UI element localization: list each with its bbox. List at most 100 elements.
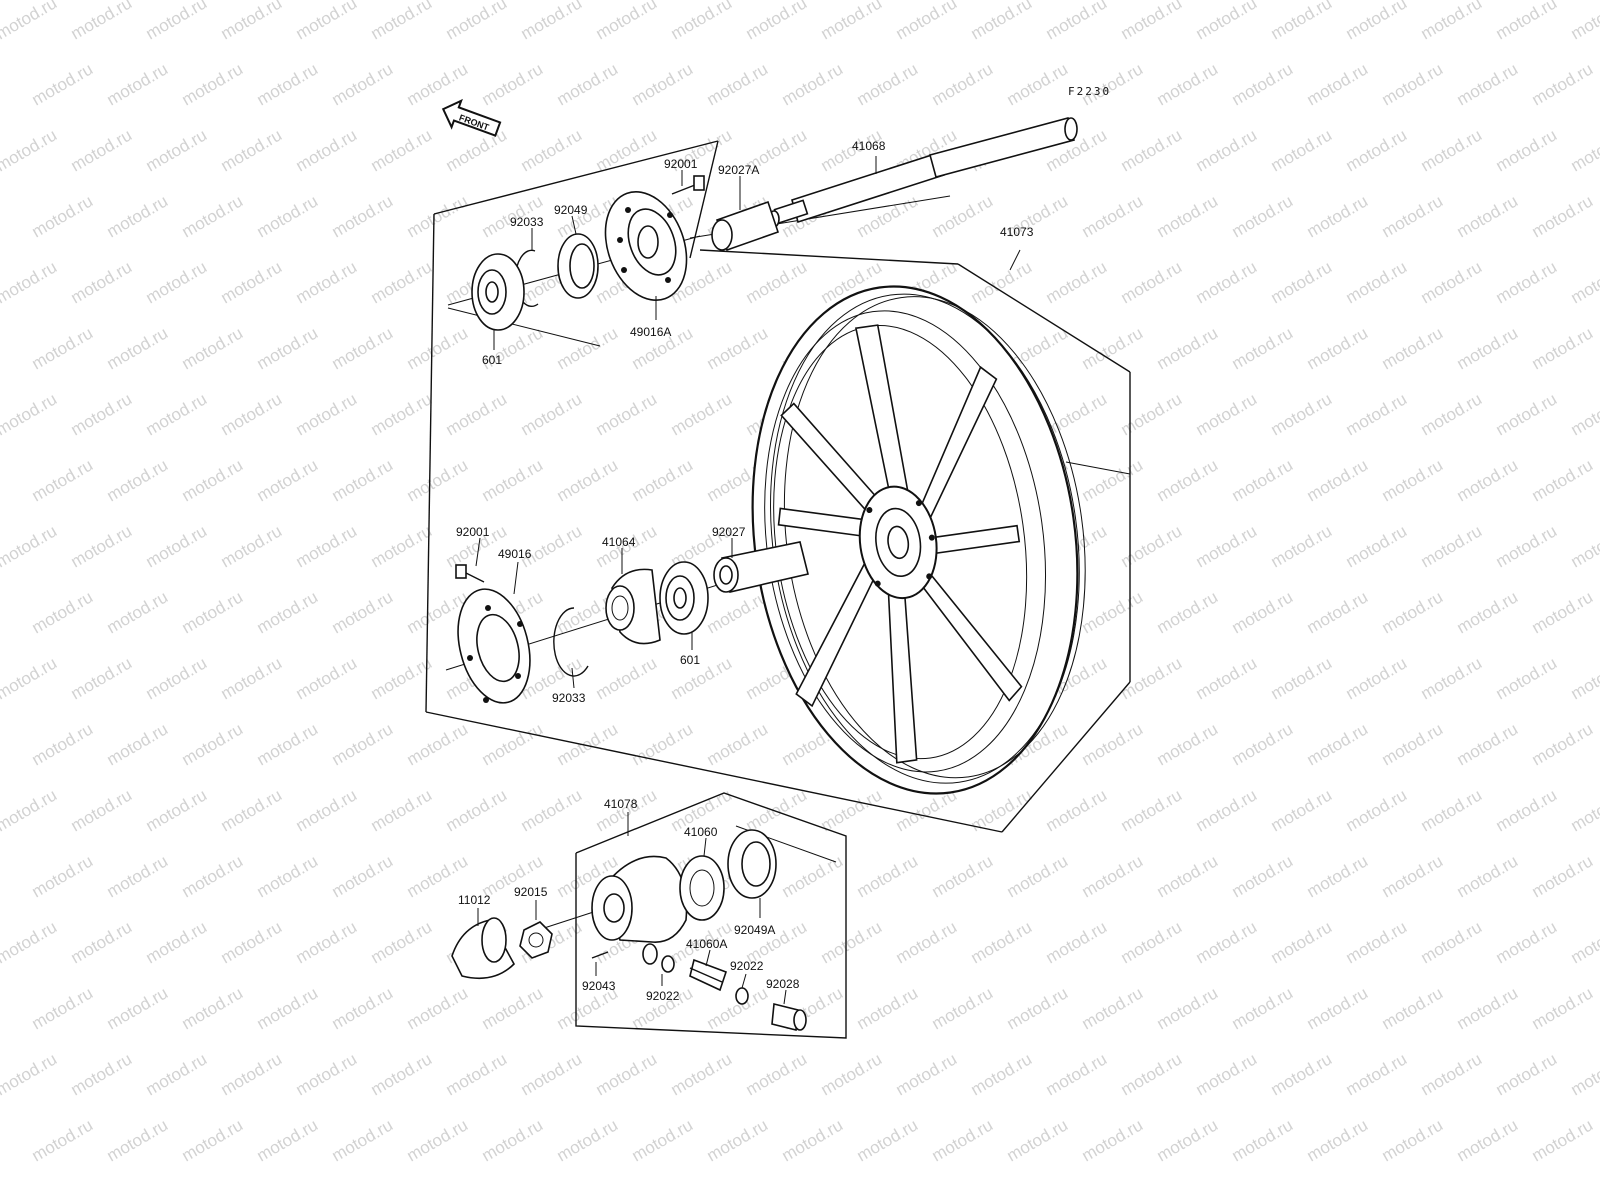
watermark-text: motod.ru (893, 0, 961, 43)
watermark-text: motod.ru (443, 0, 511, 43)
watermark-text: motod.ru (404, 1115, 472, 1165)
watermark-text: motod.ru (104, 719, 172, 769)
watermark-text: motod.ru (1229, 323, 1297, 373)
watermark-text: motod.ru (1529, 719, 1597, 769)
pin-92043 (591, 951, 609, 959)
watermark-text: motod.ru (1454, 983, 1522, 1033)
label-41064: 41064 (602, 535, 636, 549)
watermark-text: motod.ru (143, 125, 211, 175)
watermark-text: motod.ru (218, 917, 286, 967)
watermark-text: motod.ru (479, 455, 547, 505)
watermark-text: motod.ru (1193, 785, 1261, 835)
watermark-text: motod.ru (1229, 587, 1297, 637)
watermark-text: motod.ru (1529, 323, 1597, 373)
watermark-text: motod.ru (968, 0, 1036, 43)
watermark-text: motod.ru (779, 1115, 847, 1165)
watermark-text: motod.ru (1268, 125, 1336, 175)
watermark-text: motod.ru (0, 389, 60, 439)
watermark-text: motod.ru (218, 521, 286, 571)
label-92022-b: 92022 (730, 959, 764, 973)
watermark-text: motod.ru (1568, 1049, 1600, 1099)
watermark-text: motod.ru (143, 785, 211, 835)
watermark-text: motod.ru (443, 1049, 511, 1099)
watermark-text: motod.ru (1118, 785, 1186, 835)
watermark-text: motod.ru (329, 455, 397, 505)
watermark-text: motod.ru (254, 1115, 322, 1165)
watermark-text: motod.ru (1079, 719, 1147, 769)
watermark-text: motod.ru (554, 719, 622, 769)
watermark-text: motod.ru (254, 323, 322, 373)
watermark-text: motod.ru (104, 59, 172, 109)
watermark-text: motod.ru (1154, 851, 1222, 901)
watermark-text: motod.ru (668, 653, 736, 703)
watermark-text: motod.ru (968, 257, 1036, 307)
watermark-text: motod.ru (593, 1049, 661, 1099)
watermark-text: motod.ru (1379, 455, 1447, 505)
watermark-text: motod.ru (1118, 389, 1186, 439)
watermark-text: motod.ru (554, 59, 622, 109)
watermark-text: motod.ru (1379, 719, 1447, 769)
watermark-text: motod.ru (68, 257, 136, 307)
watermark-text: motod.ru (68, 0, 136, 43)
watermark-text: motod.ru (254, 455, 322, 505)
watermark-text: motod.ru (1268, 0, 1336, 43)
watermark-text: motod.ru (104, 323, 172, 373)
coupling-41064 (605, 568, 661, 645)
watermark-text: motod.ru (1493, 521, 1561, 571)
watermark-text: motod.ru (704, 719, 772, 769)
watermark-text: motod.ru (668, 1049, 736, 1099)
watermark-text: motod.ru (404, 719, 472, 769)
pinion-41060a (689, 958, 728, 992)
watermark-text: motod.ru (404, 323, 472, 373)
speedo-gear-41078 (591, 855, 688, 943)
label-92028: 92028 (766, 977, 800, 991)
watermark-text: motod.ru (29, 323, 97, 373)
watermark-text: motod.ru (1379, 983, 1447, 1033)
watermark-text: motod.ru (1379, 1115, 1447, 1165)
watermark-text: motod.ru (1154, 455, 1222, 505)
label-601-top: 601 (482, 353, 502, 367)
watermark-text: motod.ru (1229, 59, 1297, 109)
watermark-text: motod.ru (929, 851, 997, 901)
disc-hub-49016a (604, 190, 688, 302)
label-601-mid: 601 (680, 653, 700, 667)
watermark-text: motod.ru (1418, 653, 1486, 703)
watermark-text: motod.ru (929, 191, 997, 241)
watermark-text: motod.ru (443, 125, 511, 175)
watermark-text: motod.ru (329, 851, 397, 901)
watermark-text: motod.ru (68, 917, 136, 967)
watermark-text: motod.ru (704, 1115, 772, 1165)
watermark-text: motod.ru (1493, 1049, 1561, 1099)
watermark-text: motod.ru (179, 455, 247, 505)
watermark-text: motod.ru (293, 1049, 361, 1099)
watermark-text: motod.ru (1004, 851, 1072, 901)
nut-92015 (519, 921, 553, 959)
watermark-text: motod.ru (818, 1049, 886, 1099)
watermark-text: motod.ru (1418, 521, 1486, 571)
watermark-text: motod.ru (1568, 0, 1600, 43)
bearing-601-top (471, 253, 525, 331)
watermark-text: motod.ru (1154, 719, 1222, 769)
label-92033-top: 92033 (510, 215, 544, 229)
watermark-text: motod.ru (1079, 323, 1147, 373)
label-92043: 92043 (582, 979, 616, 993)
label-49016a: 49016A (630, 325, 671, 339)
watermark-text: motod.ru (1304, 59, 1372, 109)
watermark-text: motod.ru (254, 587, 322, 637)
watermark-text: motod.ru (104, 983, 172, 1033)
watermark-text: motod.ru (1193, 917, 1261, 967)
watermark-text: motod.ru (68, 653, 136, 703)
watermark-text: motod.ru (1193, 389, 1261, 439)
watermark-text: motod.ru (293, 785, 361, 835)
watermark-text: motod.ru (1493, 125, 1561, 175)
spacer-92027a (711, 200, 780, 252)
watermark-text: motod.ru (1343, 917, 1411, 967)
watermark-text: motod.ru (1568, 389, 1600, 439)
watermark-text: motod.ru (1379, 323, 1447, 373)
watermark-text: motod.ru (893, 1049, 961, 1099)
watermark-text: motod.ru (1004, 983, 1072, 1033)
watermark-text: motod.ru (1343, 0, 1411, 43)
watermark-text: motod.ru (293, 257, 361, 307)
watermark-text: motod.ru (1004, 59, 1072, 109)
watermark-text: motod.ru (218, 389, 286, 439)
